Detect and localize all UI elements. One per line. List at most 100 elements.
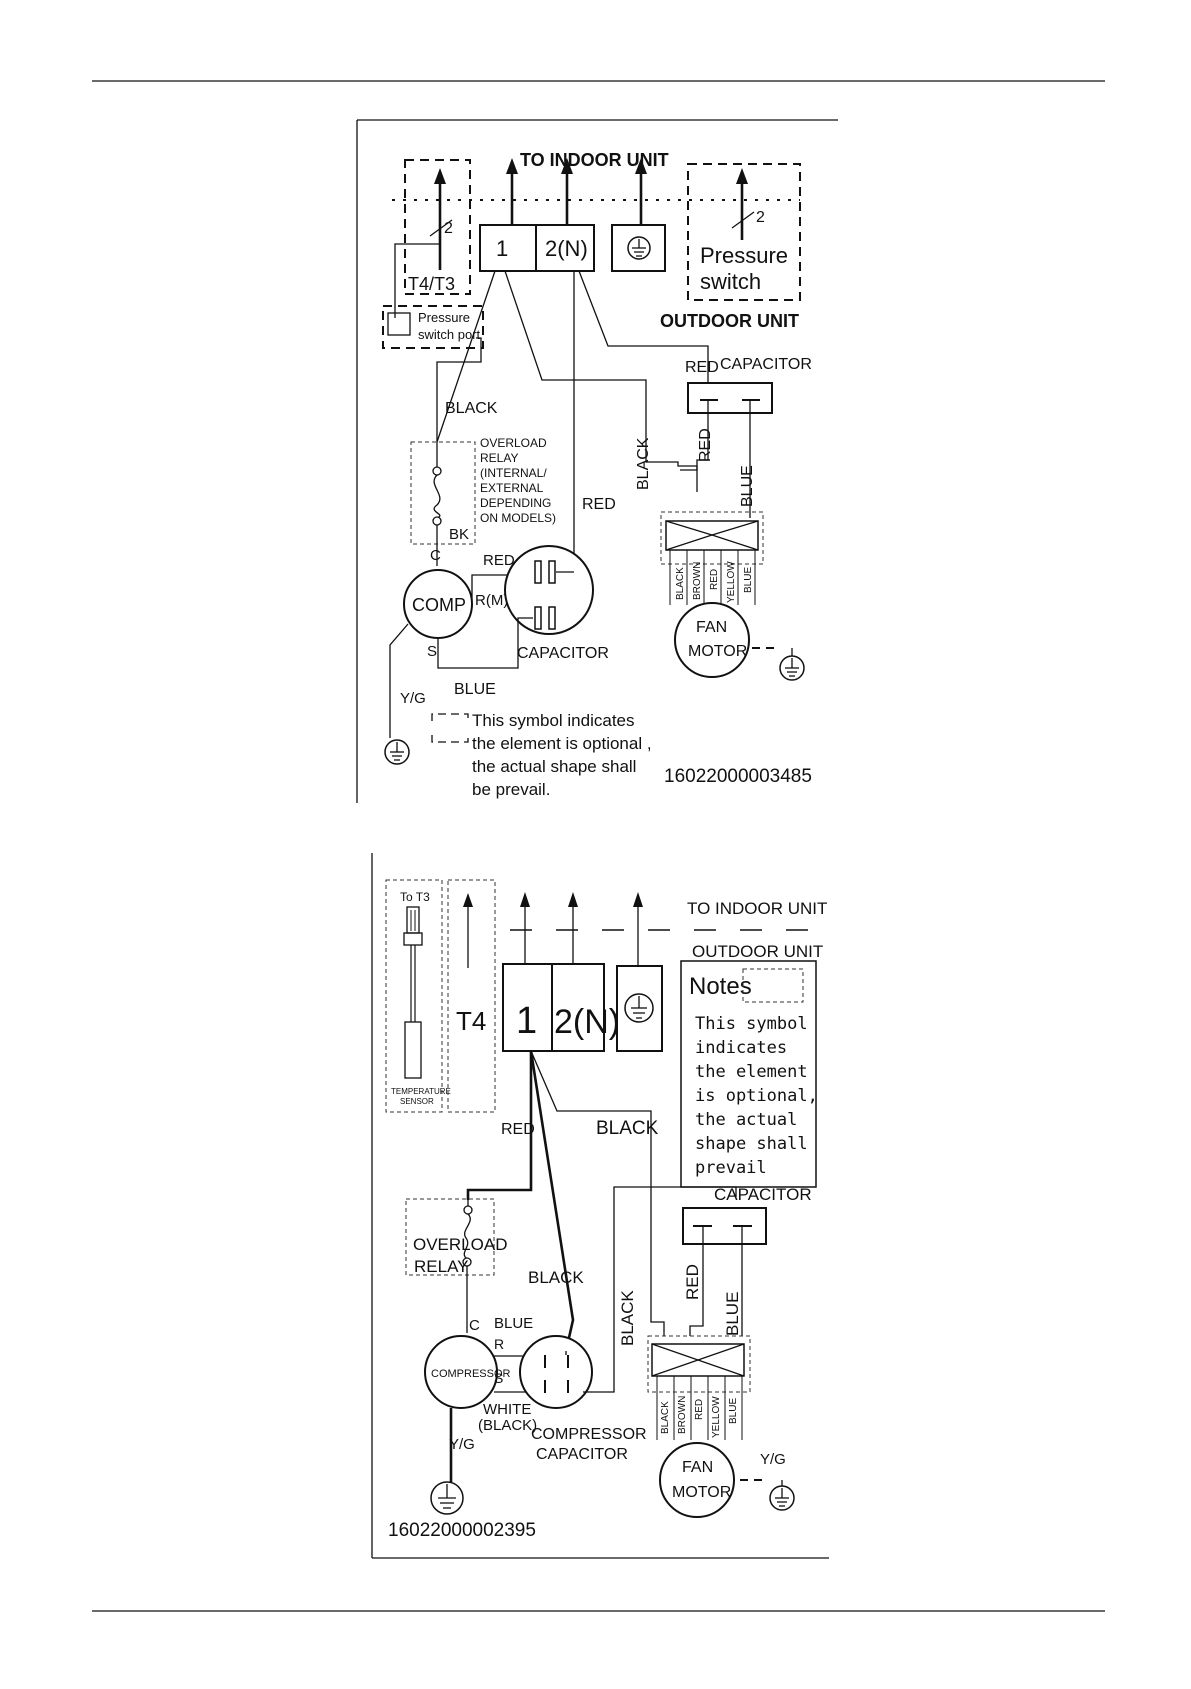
svg-text:Y/G: Y/G [760, 1451, 786, 1468]
svg-text:RED: RED [685, 359, 719, 376]
fan-connector [665, 520, 759, 551]
svg-text:WHITE: WHITE [483, 1401, 531, 1418]
svg-text:(BLACK): (BLACK) [478, 1417, 537, 1434]
terminal-block-2 [502, 963, 605, 1052]
svg-text:Y/G: Y/G [449, 1436, 475, 1453]
wiring-diagram-1: TO INDOOR UNIT 2 T4/T3 Pressure switch p… [356, 119, 838, 803]
terminal-2n-label: 2(N) [545, 236, 588, 261]
t4-optional-box [447, 879, 496, 1113]
fan-capacitor-label: CAPACITOR [720, 356, 812, 373]
ground-icon [627, 236, 651, 260]
svg-text:OVERLOAD: OVERLOAD [480, 436, 547, 450]
svg-text:be prevail.: be prevail. [472, 780, 550, 799]
svg-text:TEMPERATURE: TEMPERATURE [391, 1087, 451, 1096]
svg-text:YELLOW: YELLOW [726, 561, 737, 603]
svg-text:BLUE: BLUE [739, 465, 756, 507]
svg-text:FAN: FAN [682, 1459, 713, 1476]
svg-text:BLUE: BLUE [743, 567, 754, 593]
fan-connector-2 [651, 1343, 745, 1377]
svg-text:BK: BK [449, 526, 469, 543]
compressor-2 [424, 1335, 498, 1409]
pressure-switch-box [687, 163, 801, 301]
svg-text:DEPENDING: DEPENDING [480, 496, 551, 510]
terminal-1-label-2: 1 [516, 1000, 537, 1042]
svg-text:This symbol: This symbol [695, 1014, 808, 1034]
svg-text:BLACK: BLACK [675, 567, 686, 600]
overload-relay-box [410, 441, 476, 545]
svg-text:R: R [494, 1336, 504, 1352]
pressure-switch-port-box [382, 305, 484, 349]
svg-text:S: S [494, 1370, 503, 1386]
compressor-ground-icon [384, 739, 410, 765]
svg-text:BLUE: BLUE [454, 681, 496, 698]
svg-text:the element is optional ,: the element is optional , [472, 734, 652, 753]
t4-label: T4 [456, 1006, 486, 1036]
overload-relay-box-2 [405, 1198, 495, 1276]
part-number-1: 16022000003485 [664, 766, 812, 787]
fan-ground-icon-2 [769, 1485, 795, 1511]
svg-text:RED: RED [709, 569, 720, 590]
svg-text:MOTOR: MOTOR [688, 643, 747, 660]
svg-text:BLUE: BLUE [728, 1398, 739, 1424]
svg-text:BLUE: BLUE [723, 1292, 742, 1336]
fan-ground-icon [779, 655, 805, 681]
outdoor-unit-label: OUTDOOR UNIT [660, 311, 799, 331]
svg-text:2: 2 [756, 209, 765, 226]
svg-text:RED: RED [683, 1264, 702, 1300]
compressor-capacitor [504, 545, 594, 635]
svg-text:BROWN: BROWN [677, 1396, 688, 1434]
svg-text:MOTOR: MOTOR [672, 1484, 731, 1501]
svg-text:RED: RED [582, 496, 616, 513]
svg-text:YELLOW: YELLOW [711, 1396, 722, 1438]
svg-text:C: C [430, 547, 441, 564]
temperature-sensor-box [385, 879, 443, 1113]
part-number-2: 16022000002395 [388, 1520, 536, 1541]
svg-text:OVERLOAD: OVERLOAD [413, 1235, 507, 1254]
compressor-capacitor-label-2: COMPRESSOR [531, 1426, 647, 1443]
compressor-capacitor-label: CAPACITOR [517, 645, 609, 662]
svg-text:BLACK: BLACK [635, 437, 652, 490]
svg-text:RELAY: RELAY [480, 451, 518, 465]
svg-text:2: 2 [444, 220, 453, 237]
t4-t3-optional-box [404, 159, 471, 295]
svg-text:BROWN: BROWN [692, 562, 703, 600]
fan-motor-2 [659, 1442, 735, 1518]
svg-text:Y/G: Y/G [400, 690, 426, 707]
svg-text:ON MODELS): ON MODELS) [480, 511, 556, 525]
svg-text:RELAY: RELAY [414, 1257, 469, 1276]
outdoor-unit-label-2: OUTDOOR UNIT [692, 942, 823, 961]
svg-text:CAPACITOR: CAPACITOR [536, 1446, 628, 1463]
svg-text:BLACK: BLACK [618, 1290, 637, 1346]
svg-text:BLACK: BLACK [660, 1401, 671, 1434]
compressor-capacitor-2 [519, 1335, 593, 1409]
svg-text:RED: RED [501, 1121, 535, 1138]
svg-text:BLUE: BLUE [494, 1315, 533, 1332]
to-indoor-unit-label: TO INDOOR UNIT [520, 150, 669, 170]
svg-text:is optional,: is optional, [695, 1086, 818, 1106]
fan-capacitor-label-2: CAPACITOR [714, 1185, 812, 1204]
svg-text:(INTERNAL/: (INTERNAL/ [480, 466, 547, 480]
svg-text:BLACK: BLACK [596, 1118, 659, 1139]
pressure-switch-label: Pressure [700, 243, 788, 268]
svg-text:RED: RED [694, 1399, 705, 1420]
svg-text:RED: RED [697, 428, 714, 462]
svg-text:switch: switch [700, 269, 761, 294]
black-wire-label: BLACK [445, 400, 498, 417]
svg-text:SENSOR: SENSOR [400, 1097, 434, 1106]
t4-t3-label: T4/T3 [408, 274, 455, 294]
svg-text:EXTERNAL: EXTERNAL [480, 481, 544, 495]
svg-text:the actual shape shall: the actual shape shall [472, 757, 636, 776]
svg-text:S: S [427, 643, 437, 660]
terminal-2n-label-2: 2(N) [554, 1003, 620, 1041]
svg-text:indicates: indicates [695, 1038, 787, 1058]
svg-text:R(M): R(M) [475, 592, 508, 609]
svg-text:BLACK: BLACK [528, 1268, 584, 1287]
compressor-label-2: COMPRESSOR [431, 1368, 511, 1380]
compressor-label: COMP [412, 595, 466, 615]
svg-text:Pressure: Pressure [418, 310, 470, 325]
ground-icon-2 [624, 993, 654, 1023]
svg-text:prevail: prevail [695, 1158, 767, 1178]
svg-text:RED: RED [483, 552, 515, 569]
